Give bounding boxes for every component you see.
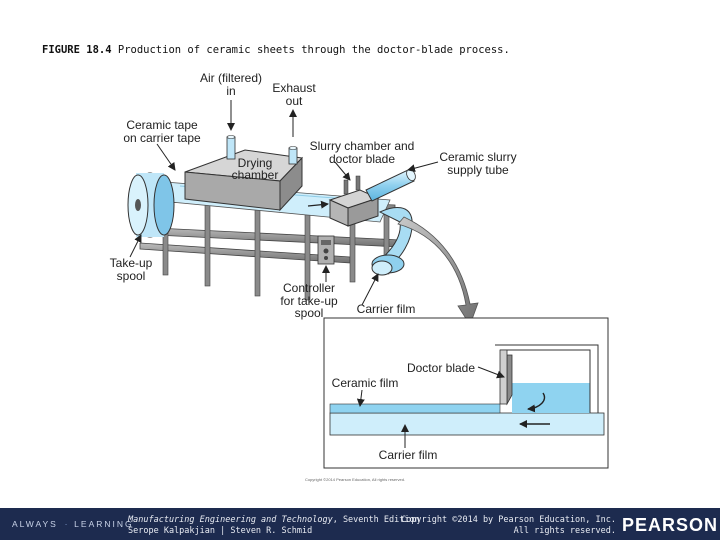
label-carrier-film-top: Carrier film	[357, 302, 416, 316]
brand-tagline-left: ALWAYS	[12, 519, 58, 529]
figure-caption: FIGURE 18.4 Production of ceramic sheets…	[42, 44, 510, 56]
doctor-blade-diagram: Air (filtered) in Exhaust out Ceramic ta…	[110, 71, 609, 482]
label-controller-line2: for take-up	[280, 294, 338, 308]
take-up-spool	[127, 172, 175, 238]
take-up-controller	[317, 235, 335, 265]
label-exhaust-line2: out	[286, 94, 303, 108]
brand-tagline-right: LEARNING	[74, 519, 134, 529]
label-drying-line1: Drying	[238, 156, 273, 170]
book-info: Manufacturing Engineering and Technology…	[128, 515, 420, 537]
label-slurry-chamber-line1: Slurry chamber and	[310, 139, 415, 153]
book-authors: Serope Kalpakjian | Steven R. Schmid	[128, 526, 313, 536]
brand-dots-icon: ·	[62, 519, 70, 529]
slurry-chamber	[307, 175, 380, 227]
footer-copyright-line1: Copyright ©2014 by Pearson Education, In…	[401, 515, 616, 525]
brand-tagline: ALWAYS · LEARNING	[12, 519, 134, 529]
small-copyright-text: Copyright ©2014 Pearson Education, All r…	[305, 477, 405, 482]
pearson-logo: PEARSON	[622, 515, 719, 535]
book-title: Manufacturing Engineering and Technology	[128, 515, 333, 525]
curved-arrow-icon	[527, 392, 546, 413]
label-ceramic-tape-line2: on carrier tape	[123, 131, 201, 145]
figure-number: FIGURE 18.4	[42, 44, 112, 56]
label-air-line1: Air (filtered)	[200, 71, 262, 85]
footer-copyright-line2: All rights reserved.	[513, 526, 616, 536]
label-supply-tube-line2: supply tube	[447, 163, 509, 177]
label-ceramic-tape-line1: Ceramic tape	[126, 118, 198, 132]
label-supply-tube-line1: Ceramic slurry	[439, 150, 516, 164]
label-carrier-film-detail: Carrier film	[379, 448, 438, 462]
label-takeup-line1: Take-up	[110, 256, 153, 270]
label-ceramic-film: Ceramic film	[332, 376, 399, 390]
label-exhaust-line1: Exhaust	[272, 81, 316, 95]
label-drying-line2: chamber	[232, 168, 279, 182]
label-slurry-chamber-line2: doctor blade	[329, 152, 395, 166]
book-edition: , Seventh Edition	[332, 515, 420, 525]
label-controller-line1: Controller	[283, 281, 335, 295]
doctor-blade-detail	[323, 317, 609, 469]
label-air-line2: in	[226, 84, 235, 98]
slide-footer: ALWAYS · LEARNING Manufacturing Engineer…	[0, 508, 720, 540]
footer-copyright: Copyright ©2014 by Pearson Education, In…	[401, 515, 616, 537]
label-controller-line3: spool	[295, 306, 324, 320]
magnify-pointer-arrow	[397, 216, 479, 326]
slurry-supply-tube	[365, 168, 416, 202]
figure-caption-text: Production of ceramic sheets through the…	[117, 44, 510, 56]
drying-chamber	[184, 135, 304, 212]
label-doctor-blade: Doctor blade	[407, 361, 475, 375]
diagram-labels: Air (filtered) in Exhaust out Ceramic ta…	[110, 71, 517, 482]
label-takeup-line2: spool	[117, 269, 146, 283]
leader-lines	[129, 100, 505, 448]
